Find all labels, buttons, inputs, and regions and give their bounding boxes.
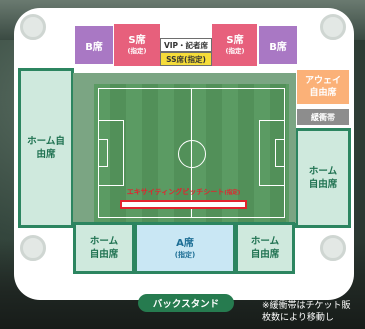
seat-s-left-sub: (指定) xyxy=(127,46,147,55)
seat-home-right[interactable]: ホーム自由席 xyxy=(295,128,351,228)
seat-a[interactable]: A席 (指定) xyxy=(134,222,236,274)
seat-a-sub: (指定) xyxy=(174,250,196,259)
buffer-note-line2: 枚数により移動し xyxy=(262,313,334,323)
seat-home-left[interactable]: ホーム自由席 xyxy=(18,68,74,228)
back-stand-label: バックスタンド xyxy=(138,294,234,312)
seat-s-left-label: S席 xyxy=(128,34,146,46)
seat-home-bottom-right-label: ホーム自由席 xyxy=(250,236,280,260)
goal-area-right xyxy=(275,139,285,167)
seat-b-right[interactable]: B席 xyxy=(257,24,299,66)
corner-light-bottom-right xyxy=(320,235,346,261)
seat-ss[interactable]: SS席(指定) xyxy=(160,52,212,66)
seat-ss-label: SS席(指定) xyxy=(166,54,206,64)
excite-seat-name: エキサイティングピッチシート xyxy=(126,188,225,196)
seat-exciting-pitch[interactable] xyxy=(120,200,247,209)
soccer-pitch xyxy=(94,84,289,222)
buffer-note: ※緩衝帯はチケット販 枚数により移動し xyxy=(262,300,365,324)
seat-b-right-label: B席 xyxy=(269,41,287,53)
seat-b-left-label: B席 xyxy=(85,41,103,53)
seat-s-right[interactable]: S席 (指定) xyxy=(212,24,258,66)
buffer-note-line1: ※緩衝帯はチケット販 xyxy=(262,301,351,311)
corner-light-top-right xyxy=(320,14,346,40)
seat-s-right-sub: (指定) xyxy=(225,46,245,55)
seat-home-bottom-right[interactable]: ホーム自由席 xyxy=(235,222,295,274)
seat-home-left-label: ホーム自由席 xyxy=(27,136,65,160)
seat-away[interactable]: アウェイ自由席 xyxy=(295,68,351,106)
seat-vip-press[interactable]: VIP・記者席 xyxy=(160,38,212,52)
seat-home-bottom-left-label: ホーム自由席 xyxy=(89,236,119,260)
excite-seat-sub: (指定) xyxy=(224,190,241,196)
seat-vip-label: VIP・記者席 xyxy=(163,40,209,50)
corner-light-bottom-left xyxy=(20,235,46,261)
seat-s-right-label: S席 xyxy=(226,34,244,46)
seat-b-left[interactable]: B席 xyxy=(73,24,115,66)
seat-s-left[interactable]: S席 (指定) xyxy=(114,24,160,66)
goal-area-left xyxy=(98,139,108,167)
seat-buffer-zone[interactable]: 緩衝帯 xyxy=(295,107,351,127)
seat-away-label: アウェイ自由席 xyxy=(305,76,342,98)
excite-seat-label: エキサイティングピッチシート(指定) xyxy=(96,187,271,197)
center-circle xyxy=(178,140,206,168)
seat-a-label: A席 xyxy=(176,237,194,249)
seat-home-bottom-left[interactable]: ホーム自由席 xyxy=(73,222,135,274)
seat-buffer-label: 緩衝帯 xyxy=(311,112,335,122)
corner-light-top-left xyxy=(20,14,46,40)
seat-home-right-label: ホーム自由席 xyxy=(308,166,338,190)
